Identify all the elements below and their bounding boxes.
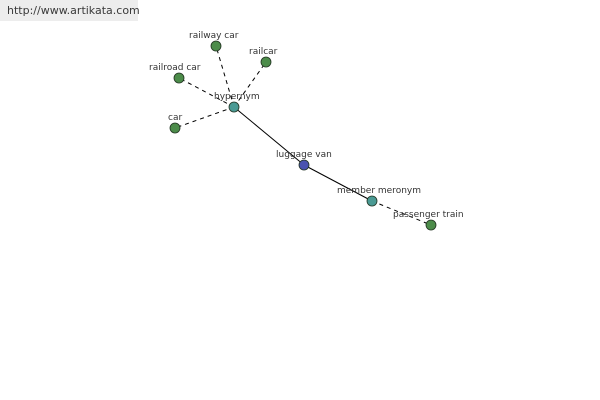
node-railroad-car[interactable] xyxy=(173,72,185,84)
node-car[interactable] xyxy=(169,122,181,134)
node-center[interactable] xyxy=(298,159,310,171)
edge-center-hypernym xyxy=(233,106,305,166)
node-label-railroad-car[interactable]: railroad car xyxy=(149,63,201,73)
edge-hypernym-railcar xyxy=(233,61,267,108)
nodes-layer xyxy=(169,40,437,231)
node-passenger-train[interactable] xyxy=(425,219,437,231)
edge-hypernym-railroad-car xyxy=(178,77,235,108)
node-label-railcar[interactable]: railcar xyxy=(249,47,278,57)
url-link[interactable]: http://www.artikata.com xyxy=(7,4,140,17)
node-member-meronym[interactable] xyxy=(366,195,378,207)
node-label-railway-car[interactable]: railway car xyxy=(189,31,239,41)
node-label-passenger-train[interactable]: passenger train xyxy=(393,210,464,220)
node-label-car[interactable]: car xyxy=(168,113,182,123)
node-label-center[interactable]: luggage van xyxy=(276,150,332,160)
edge-center-member-meronym xyxy=(303,164,373,202)
node-hypernym[interactable] xyxy=(228,101,240,113)
node-label-hypernym[interactable]: hypernym xyxy=(214,92,260,102)
url-banner: http://www.artikata.com xyxy=(0,0,140,21)
edge-hypernym-railway-car xyxy=(215,45,235,108)
node-railcar[interactable] xyxy=(260,56,272,68)
edge-member-meronym-passenger-train xyxy=(371,200,432,226)
node-railway-car[interactable] xyxy=(210,40,222,52)
node-label-member-meronym[interactable]: member meronym xyxy=(337,186,421,196)
edge-hypernym-car xyxy=(174,106,235,129)
edges-layer xyxy=(174,45,432,226)
labels-layer: railway car railcar railroad car car passeng… xyxy=(149,31,464,220)
